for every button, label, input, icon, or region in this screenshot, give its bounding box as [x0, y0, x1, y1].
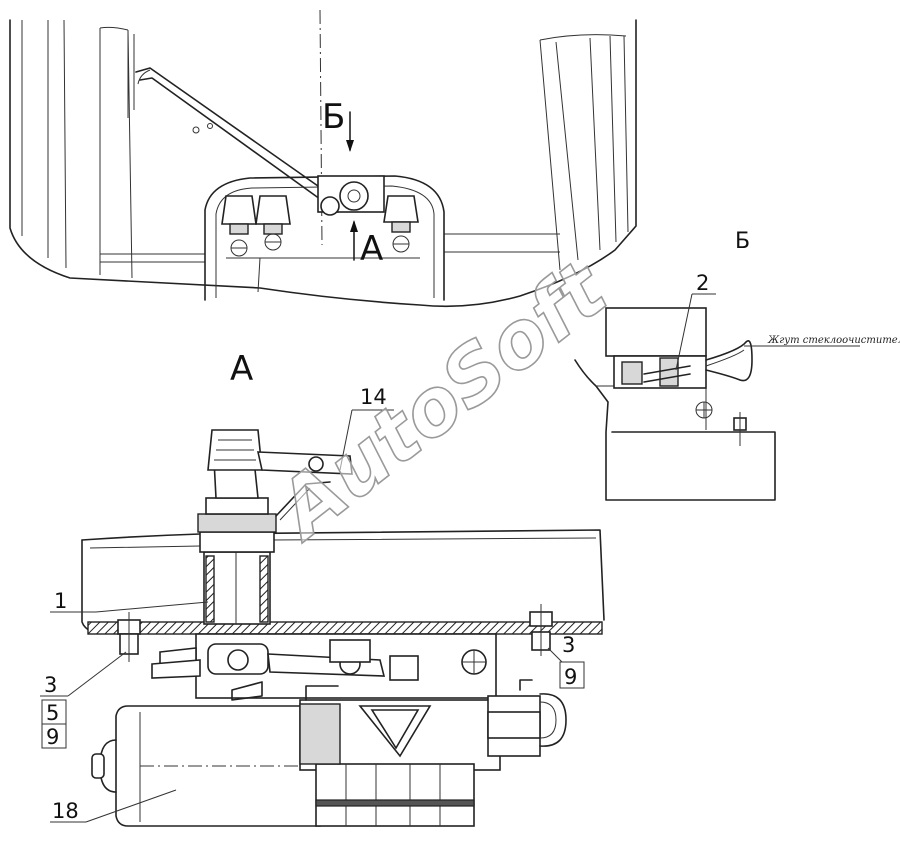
lamp-left — [221, 195, 257, 257]
section-b-label: Б — [322, 97, 345, 137]
callout-3-right: 3 — [562, 633, 575, 657]
callout-9-left: 9 — [46, 725, 59, 749]
section-a-label: А — [360, 229, 383, 269]
callout-9-right: 9 — [564, 665, 577, 689]
view-a-detail: А 14 — [40, 349, 605, 827]
section-arrow-a: А — [350, 220, 383, 269]
harness-note: Жгут стеклоочистителя — [767, 335, 900, 346]
callout-1: 1 — [54, 589, 67, 613]
view-b-inset: Б 2 Жгут стеклоочистителя — [574, 229, 900, 501]
lamp-middle — [255, 195, 291, 251]
callout-14: 14 — [360, 385, 387, 409]
callout-3-left: 3 — [44, 673, 57, 697]
cab-front-view: Б А — [9, 9, 637, 308]
callout-5: 5 — [46, 701, 59, 725]
callout-2: 2 — [696, 271, 709, 295]
view-b-title: Б — [735, 229, 750, 254]
view-a-title: А — [230, 349, 253, 389]
callout-18: 18 — [52, 799, 79, 823]
watermark-text: AutoSoft — [258, 244, 626, 559]
lamp-right — [383, 195, 419, 253]
section-arrow-b: Б — [322, 97, 354, 152]
